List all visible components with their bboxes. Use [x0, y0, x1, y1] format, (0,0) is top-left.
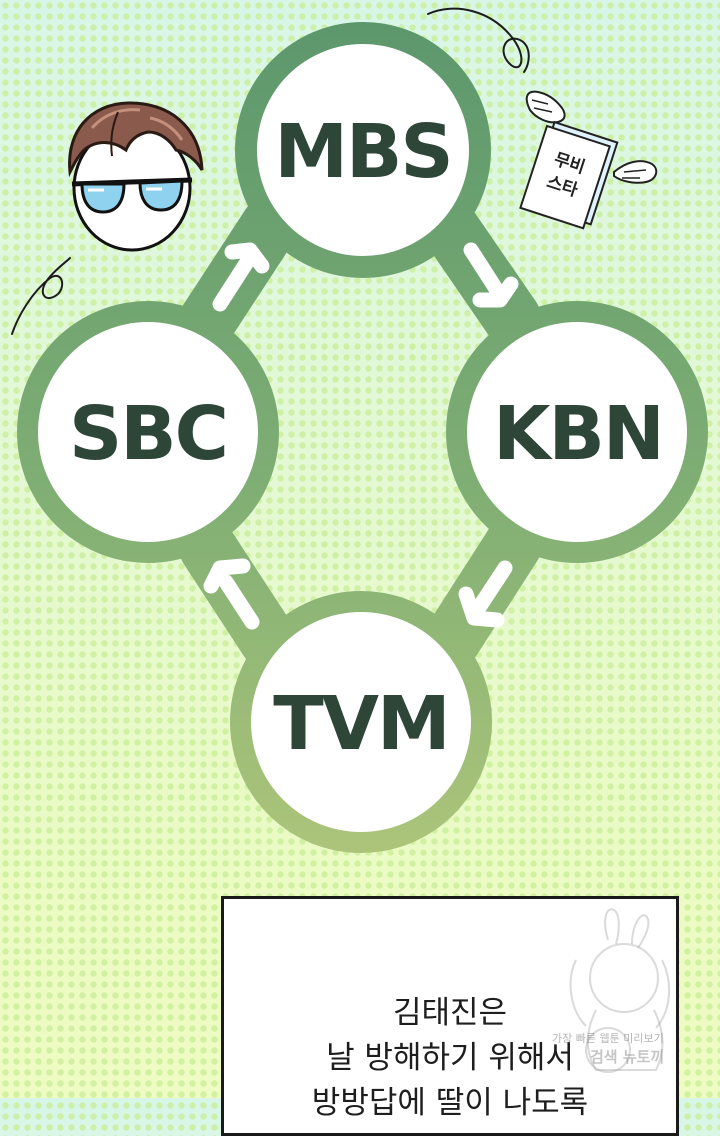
narration-box: 김태진은 날 방해하기 위해서 방방답에 딸이 나도록 [221, 896, 679, 1136]
node-label-tvm: TVM [273, 681, 450, 767]
node-rings [17, 22, 708, 853]
narration-line: 방방답에 딸이 나도록 [311, 1085, 589, 1121]
winged-newspaper-icon: 무비 스타 [519, 90, 658, 230]
webtoon-panel: 무비 스타 MBS KBN TVM SBC 김태진은 날 방해하기 위해서 방방… [11, 7, 708, 1136]
arrow-sbc-to-mbs [212, 242, 270, 312]
sunglasses-character-icon [68, 101, 204, 252]
arrow-mbs-to-kbn [463, 242, 519, 308]
narration-line: 김태진은 [392, 995, 508, 1031]
watermark-text: 가장 빠른 웹툰 미리보기 [552, 1032, 664, 1045]
node-label-kbn: KBN [493, 391, 665, 477]
node-label-mbs: MBS [274, 109, 453, 195]
arrow-tvm-to-sbc [203, 558, 260, 630]
disc-mbs [257, 44, 469, 256]
arrow-kbn-to-tvm [458, 560, 513, 628]
disc-sbc [38, 322, 258, 542]
scribble-icon [11, 7, 530, 335]
narration-line: 날 방해하기 위해서 [326, 1040, 574, 1076]
broadcaster-cycle-diagram: 무비 스타 [11, 7, 708, 853]
node-label-sbc: SBC [68, 391, 229, 477]
disc-tvm [251, 612, 471, 832]
watermark-text: 검색 뉴토끼 [590, 1048, 665, 1066]
disc-kbn [467, 322, 687, 542]
cycle-arrows [203, 242, 519, 630]
